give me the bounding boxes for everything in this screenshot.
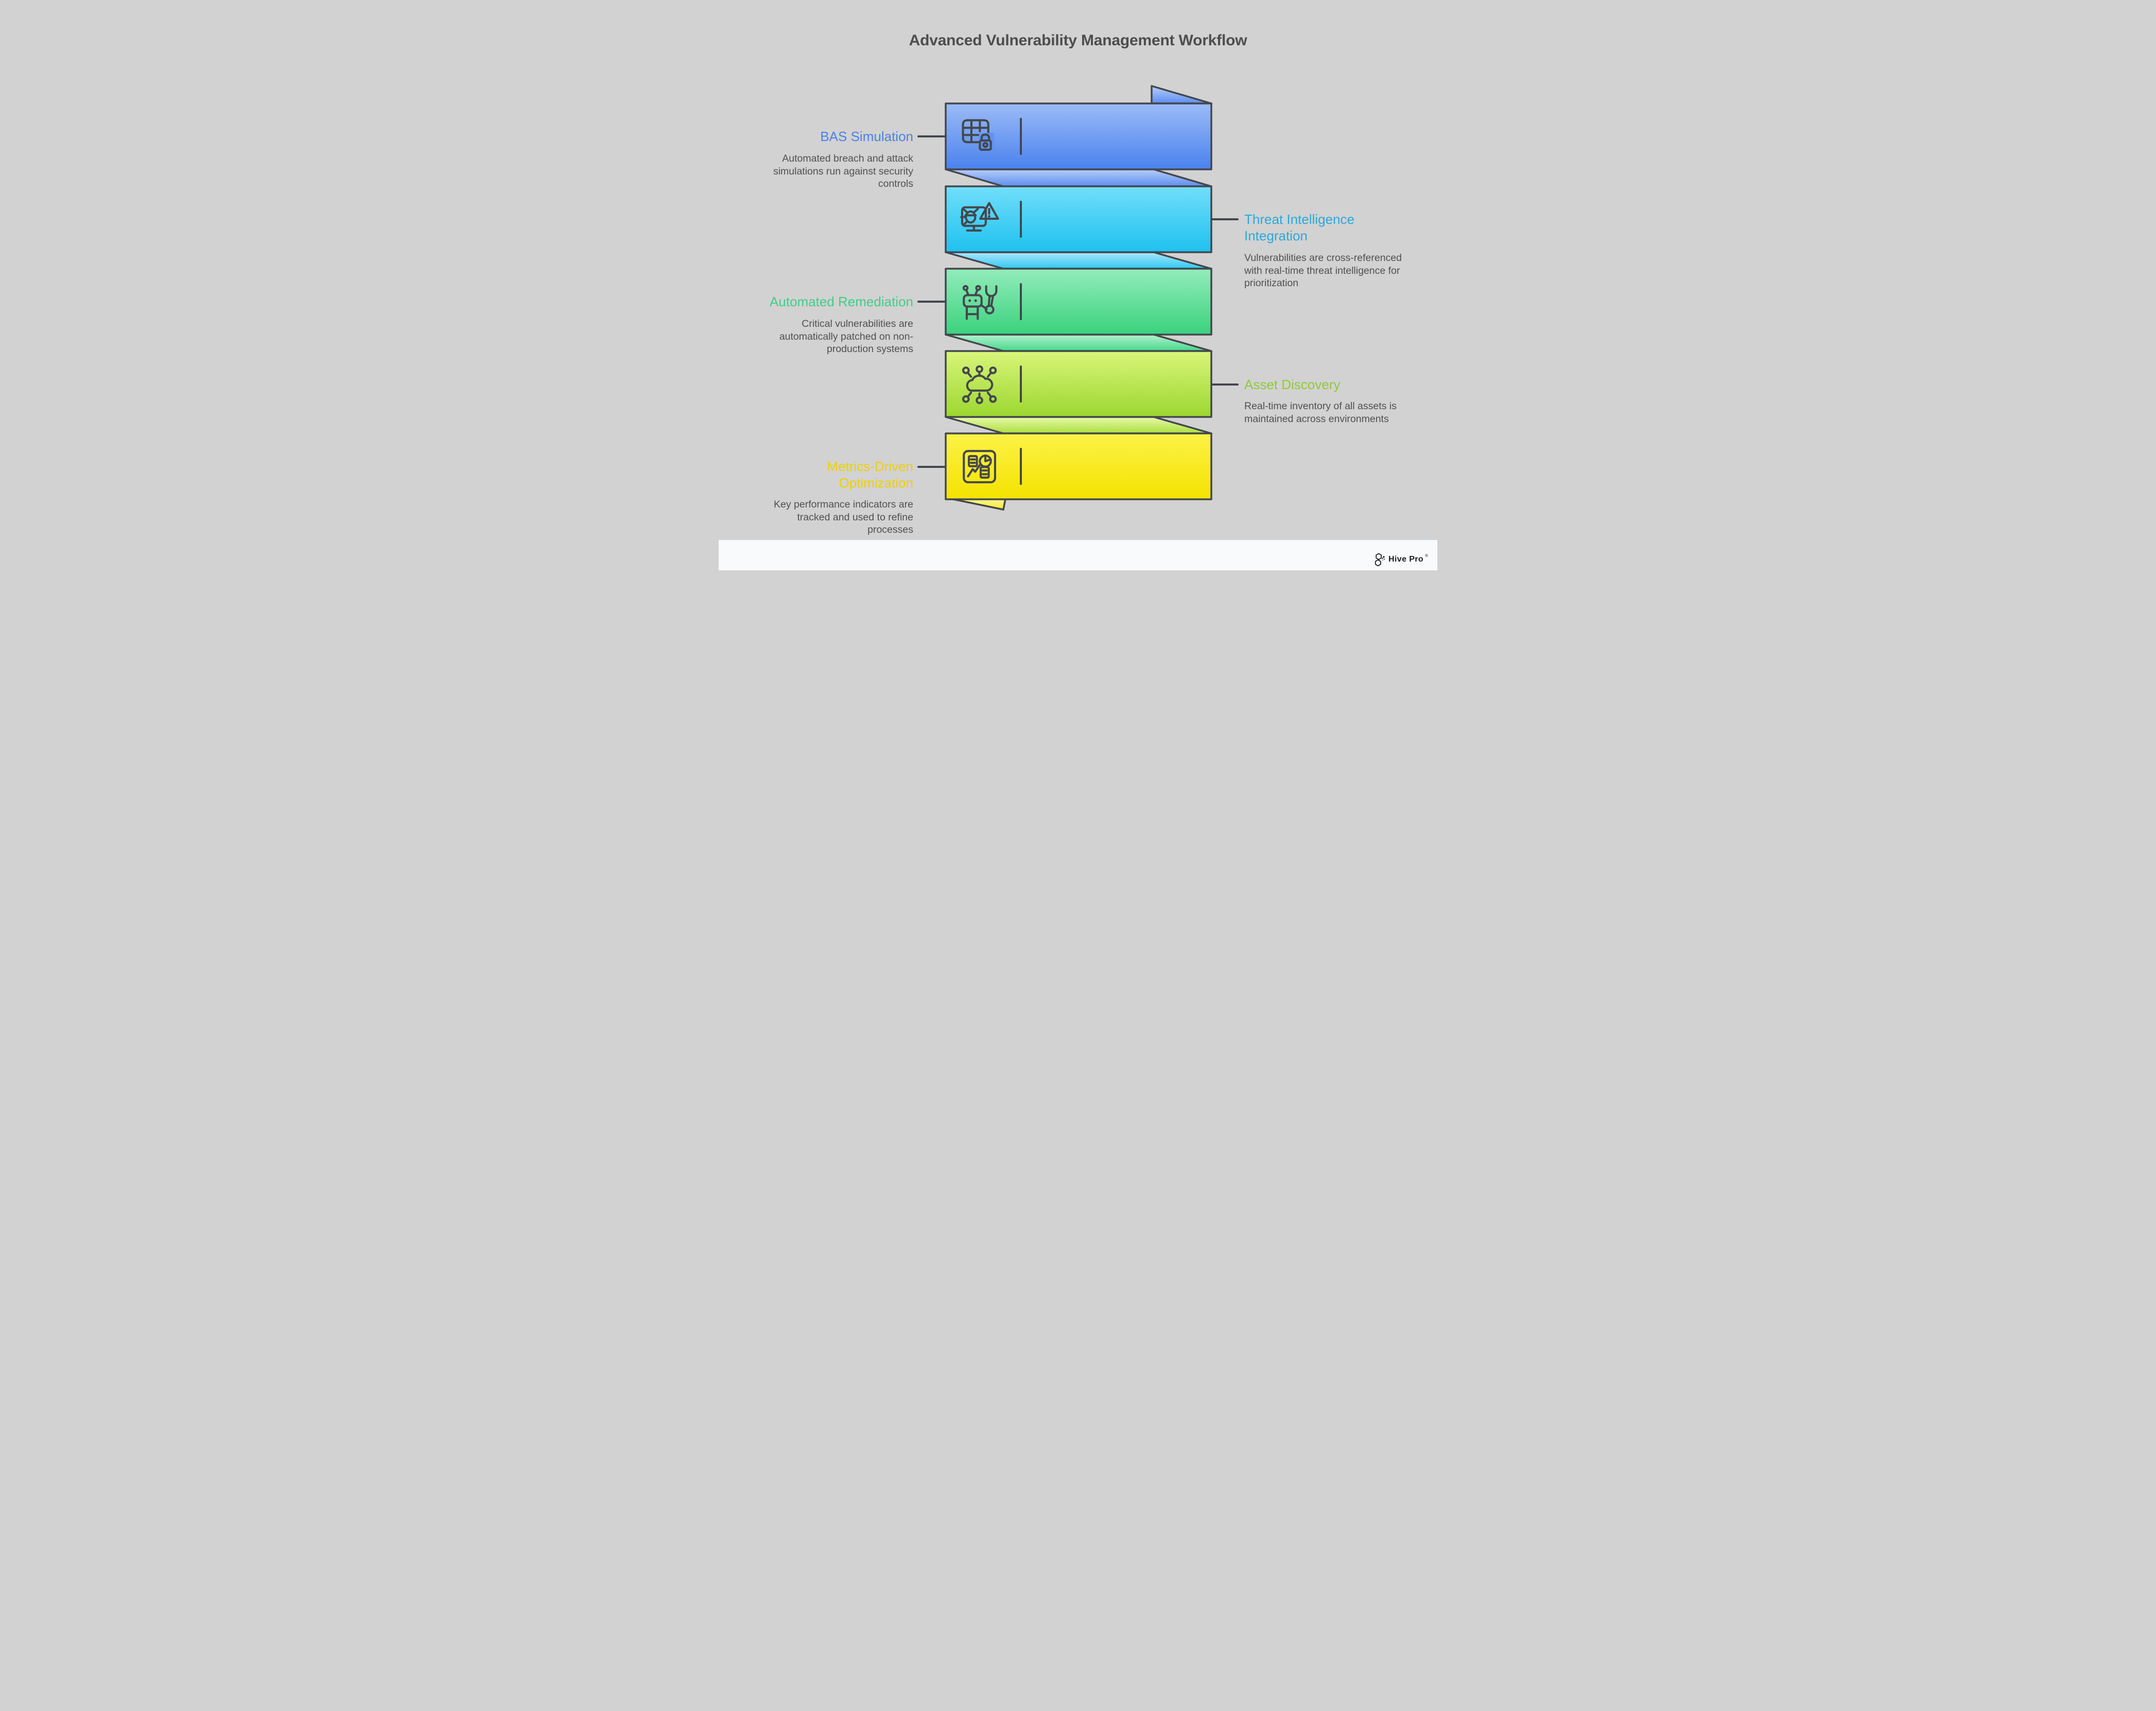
grid-lock-icon	[962, 119, 995, 151]
step-label-automated-remediation: Automated Remediation	[770, 294, 913, 309]
workflow-ribbon	[917, 85, 1239, 511]
infographic-canvas: Advanced Vulnerability Management Workfl…	[719, 0, 1437, 570]
band-automated-remediation	[945, 268, 1212, 336]
step-label-bas-simulation: BAS Simulation	[820, 129, 913, 144]
ribbon-end-fold	[950, 498, 1006, 511]
ribbon-fold-2	[945, 251, 1212, 270]
registered-mark: ®	[1425, 553, 1428, 558]
kpi-dashboard-icon	[963, 450, 996, 483]
step-label-asset-discovery: Asset Discovery	[1244, 377, 1341, 392]
cloud-network-icon	[962, 365, 997, 405]
bug-alert-icon	[960, 202, 999, 232]
step-label-metrics-optimization: Metrics-Driven Optimization	[827, 459, 913, 491]
band-asset-discovery	[945, 350, 1212, 418]
page-title: Advanced Vulnerability Management Workfl…	[909, 32, 1247, 49]
step-desc-automated-remediation: Critical vulnerabilities are automatical…	[779, 318, 913, 355]
footer-bar	[719, 540, 1437, 570]
robot-wrench-icon	[962, 285, 998, 320]
ribbon-fold-1	[945, 168, 1212, 187]
hivepro-logo: Hive Pro ®	[1373, 553, 1428, 566]
ribbon-start-fold	[1151, 85, 1212, 104]
step-desc-threat-intelligence: Vulnerabilities are cross-referenced wit…	[1244, 252, 1402, 289]
hexagon-logo-icon	[1375, 553, 1385, 566]
step-desc-metrics-optimization: Key performance indicators are tracked a…	[774, 499, 913, 535]
brand-name: Hive Pro	[1388, 555, 1424, 564]
step-desc-bas-simulation: Automated breach and attack simulations …	[773, 153, 913, 189]
step-desc-asset-discovery: Real-time inventory of all assets is mai…	[1244, 400, 1397, 425]
ribbon-fold-3	[945, 334, 1212, 352]
step-label-threat-intelligence: Threat Intelligence Integration	[1244, 212, 1354, 243]
ribbon-fold-4	[945, 416, 1212, 434]
